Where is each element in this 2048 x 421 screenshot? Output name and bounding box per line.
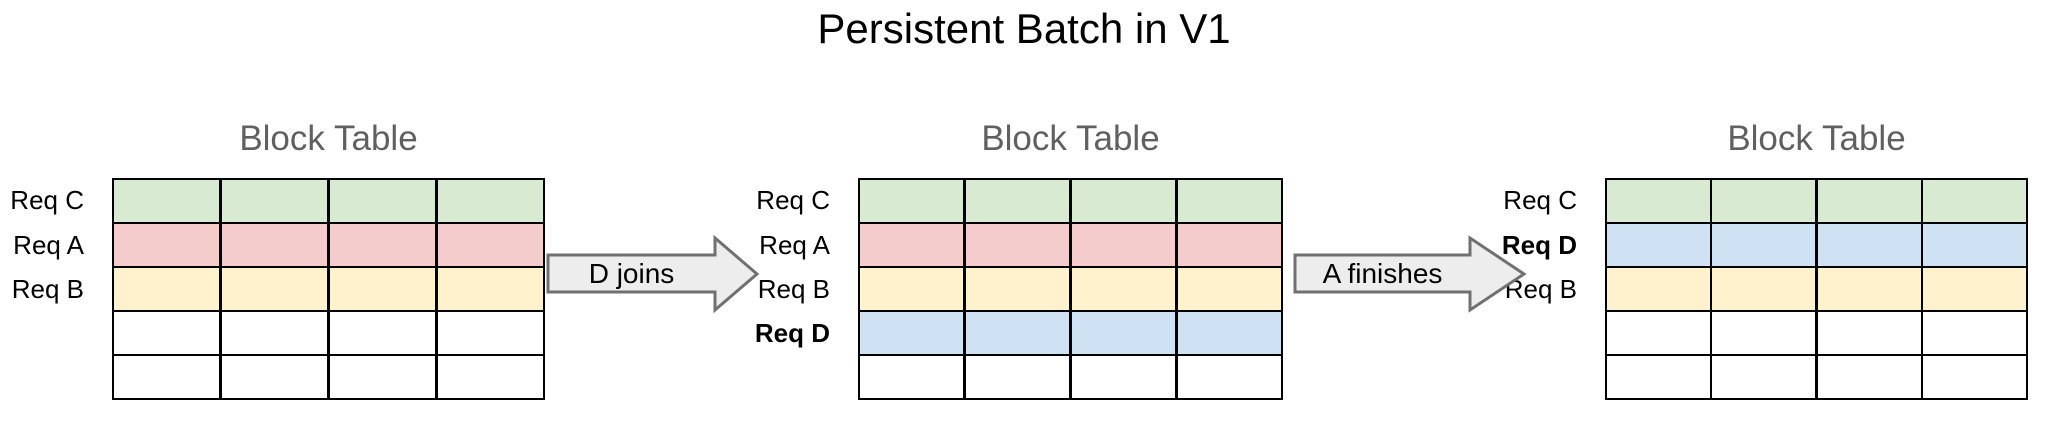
block-cell [1177, 180, 1281, 222]
block-cell [221, 268, 328, 310]
block-cell [437, 224, 543, 266]
block-cell [1177, 312, 1281, 354]
block-cell [860, 180, 964, 222]
block-cell [965, 312, 1070, 354]
block-cell [1071, 180, 1176, 222]
row-label: Req D [754, 318, 830, 348]
row-label: Req A [13, 230, 84, 260]
block-cell [114, 224, 220, 266]
block-cell [1817, 268, 1921, 310]
arrow-d-joins-label: D joins [588, 258, 675, 289]
block-table-heading: Block Table [981, 119, 1160, 158]
block-cell [114, 312, 220, 354]
block-cell [221, 356, 328, 398]
row-label: Req B [11, 274, 84, 304]
block-cell [114, 180, 220, 222]
block-cell [1607, 268, 1710, 310]
block-table-heading: Block Table [239, 119, 418, 158]
block-cell [1071, 224, 1176, 266]
block-cell [221, 312, 328, 354]
block-cell [1071, 356, 1176, 398]
row-label: Req D [1501, 230, 1577, 260]
block-cell [221, 224, 328, 266]
block-cell [965, 224, 1070, 266]
block-table-grid [858, 178, 1283, 400]
block-cell [1607, 356, 1710, 398]
block-cell [860, 224, 964, 266]
block-cell [1177, 356, 1281, 398]
row-label: Req C [10, 185, 84, 215]
block-cell [221, 180, 328, 222]
block-cell [965, 180, 1070, 222]
page-title: Persistent Batch in V1 [817, 5, 1231, 52]
block-cell [329, 224, 436, 266]
block-cell [1923, 224, 2026, 266]
block-cell [860, 268, 964, 310]
block-cell [1817, 180, 1921, 222]
right-arrow-icon [546, 234, 760, 314]
row-label: Req C [1503, 185, 1577, 215]
block-cell [1607, 312, 1710, 354]
block-cell [860, 356, 964, 398]
block-table-heading: Block Table [1727, 119, 1906, 158]
block-cell [1817, 312, 1921, 354]
arrow-d-joins: D joins [545, 234, 761, 316]
block-cell [329, 268, 436, 310]
block-cell [1712, 312, 1816, 354]
block-cell [437, 356, 543, 398]
block-cell [1607, 224, 1710, 266]
block-table-grid [112, 178, 545, 400]
block-cell [329, 180, 436, 222]
block-table-grid [1605, 178, 2028, 400]
block-cell [965, 268, 1070, 310]
block-cell [1817, 356, 1921, 398]
arrow-a-finishes: A finishes [1292, 234, 1528, 316]
block-cell [329, 312, 436, 354]
arrow-a-finishes-label: A finishes [1322, 258, 1443, 289]
row-label: Req C [756, 185, 830, 215]
block-cell [860, 312, 964, 354]
block-cell [329, 356, 436, 398]
block-cell [965, 356, 1070, 398]
block-cell [1923, 356, 2026, 398]
block-cell [1923, 180, 2026, 222]
row-label: Req B [757, 274, 830, 304]
block-cell [1923, 312, 2026, 354]
block-cell [1607, 180, 1710, 222]
block-cell [437, 268, 543, 310]
right-arrow-icon [1293, 235, 1527, 313]
block-cell [1712, 180, 1816, 222]
block-cell [114, 356, 220, 398]
block-cell [1177, 224, 1281, 266]
block-cell [114, 268, 220, 310]
block-cell [1177, 268, 1281, 310]
block-cell [1071, 268, 1176, 310]
block-cell [437, 180, 543, 222]
block-cell [1923, 268, 2026, 310]
block-cell [1712, 224, 1816, 266]
block-cell [1071, 312, 1176, 354]
block-cell [1712, 268, 1816, 310]
row-label: Req A [759, 230, 830, 260]
block-cell [1712, 356, 1816, 398]
block-cell [1817, 224, 1921, 266]
block-cell [437, 312, 543, 354]
